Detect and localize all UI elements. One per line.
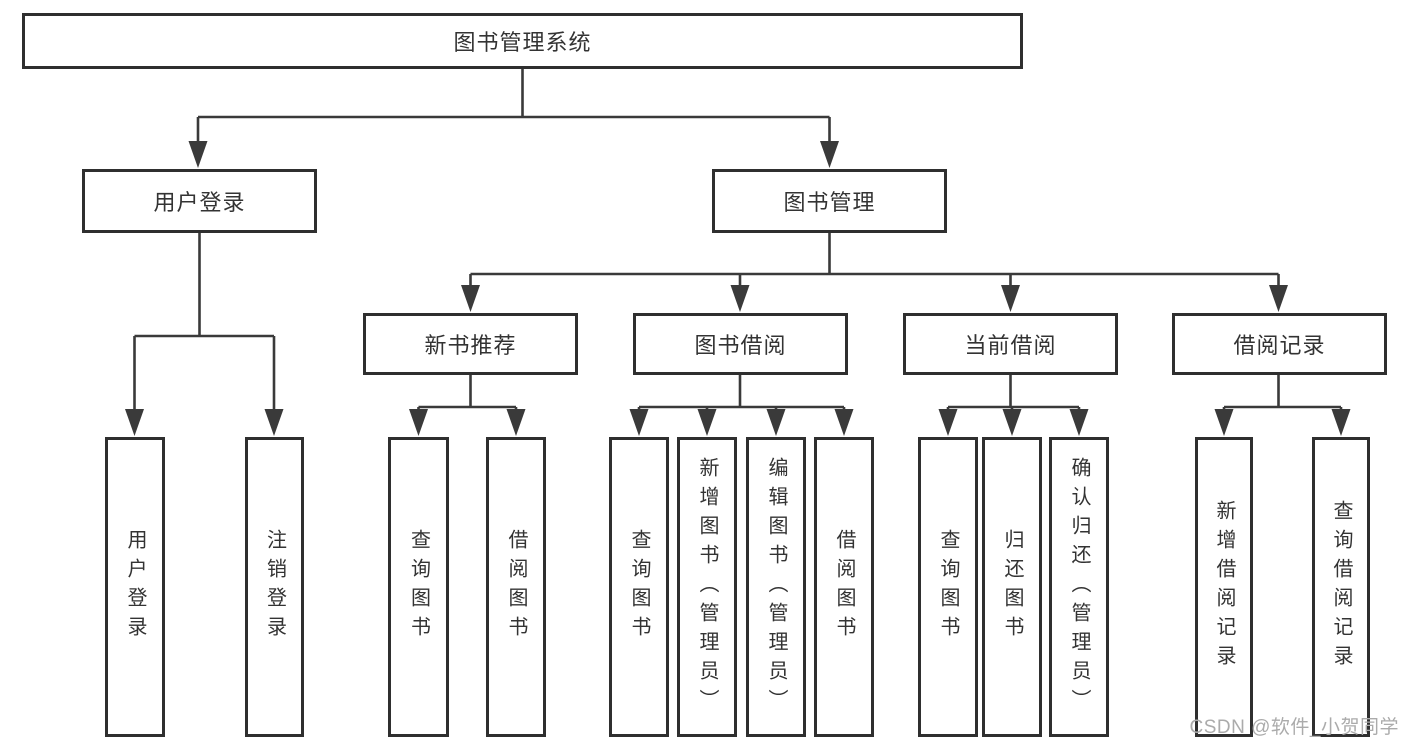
node-label: 用户登录 [153, 190, 246, 215]
node-label: 编辑图书（管理员） [765, 456, 787, 718]
node-label: 查询借阅记录 [1330, 500, 1352, 674]
node-label: 借阅记录 [1233, 333, 1326, 358]
leaf-query-borrow-record: 查询借阅记录 [1312, 437, 1370, 737]
node-label: 新增借阅记录 [1213, 500, 1235, 674]
node-label: 注销登录 [263, 529, 286, 645]
leaf-query-books-1: 查询图书 [388, 437, 449, 737]
leaf-add-book-admin: 新增图书（管理员） [677, 437, 737, 737]
leaf-return-book: 归还图书 [982, 437, 1042, 737]
leaf-edit-book-admin: 编辑图书（管理员） [746, 437, 806, 737]
node-user-login-branch: 用户登录 [82, 169, 317, 233]
node-book-borrow: 图书借阅 [633, 313, 848, 375]
node-label: 借阅图书 [505, 529, 527, 645]
node-label: 用户登录 [124, 529, 146, 645]
node-new-book-recommend: 新书推荐 [363, 313, 578, 375]
leaf-borrow-books-1: 借阅图书 [486, 437, 546, 737]
node-library-management-system: 图书管理系统 [22, 13, 1023, 69]
leaf-add-borrow-record: 新增借阅记录 [1195, 437, 1253, 737]
leaf-user-login: 用户登录 [105, 437, 165, 737]
node-label: 借阅图书 [833, 529, 855, 645]
leaf-confirm-return-admin: 确认归还（管理员） [1049, 437, 1109, 737]
node-label: 归还图书 [1001, 529, 1023, 645]
csdn-watermark: CSDN @软件_小贺同学 [1189, 717, 1399, 738]
node-label: 图书借阅 [694, 333, 787, 358]
node-borrow-records: 借阅记录 [1172, 313, 1387, 375]
node-label: 确认归还（管理员） [1068, 456, 1090, 718]
node-label: 当前借阅 [964, 333, 1057, 358]
node-label: 图书管理系统 [453, 30, 592, 55]
node-label: 图书管理 [783, 190, 876, 215]
node-current-borrow: 当前借阅 [903, 313, 1118, 375]
node-label: 新书推荐 [424, 333, 517, 358]
node-label: 查询图书 [937, 529, 959, 645]
leaf-borrow-books-2: 借阅图书 [814, 437, 874, 737]
node-label: 查询图书 [628, 529, 650, 645]
leaf-query-books-3: 查询图书 [918, 437, 978, 737]
node-book-management: 图书管理 [712, 169, 947, 233]
leaf-logout: 注销登录 [245, 437, 304, 737]
leaf-query-books-2: 查询图书 [609, 437, 669, 737]
node-label: 查询图书 [407, 529, 430, 645]
node-label: 新增图书（管理员） [696, 456, 718, 718]
